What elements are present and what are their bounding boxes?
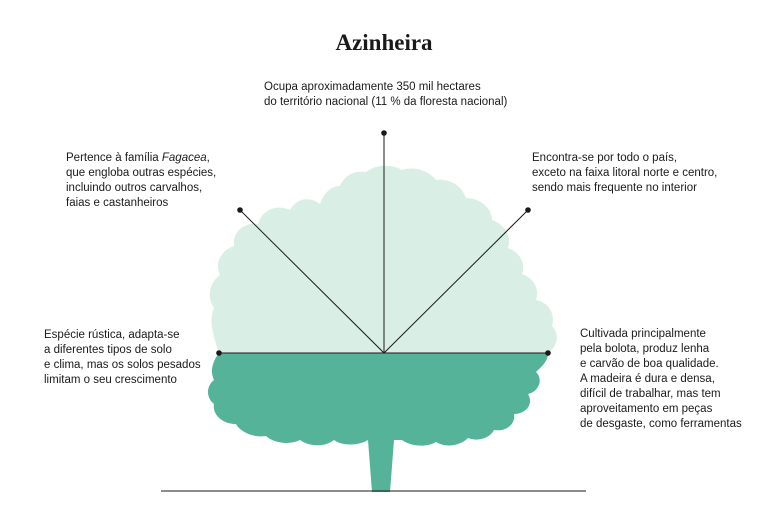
pointer-dot-right [545, 350, 551, 356]
page-title: Azinheira [335, 30, 433, 55]
annotation-upper-left: Pertence à família Fagacea, que engloba … [66, 151, 216, 211]
annotation-line: Ocupa aproximadamente 350 mil hectares [264, 81, 481, 93]
annotation-line: limitam o seu crescimento [44, 374, 177, 386]
annotation-line: Pertence à família Fagacea, [66, 151, 216, 166]
annotation-line: e clima, mas os solos pesados [44, 359, 201, 371]
annotation-line: exceto na faixa litoral norte e centro, [532, 167, 718, 179]
annotation-line: Cultivada principalmente [580, 328, 706, 340]
annotation-text: , [206, 152, 210, 164]
annotation-line: A madeira é dura e densa, [580, 373, 715, 385]
pointer-dot-upper-left [237, 207, 243, 213]
annotation-line: e carvão de boa qualidade. [580, 358, 719, 370]
annotation-line: incluindo outros carvalhos, [66, 182, 203, 194]
annotation-lower-right: Cultivada principalmente pela bolota, pr… [580, 327, 742, 432]
annotation-line: sendo mais frequente no interior [532, 182, 697, 194]
annotation-line: a diferentes tipos de solo [44, 344, 172, 356]
annotation-lower-left: Espécie rústica, adapta-se a diferentes … [44, 328, 201, 388]
annotation-line: de desgaste, como ferramentas [580, 418, 742, 430]
annotation-line: faias e castanheiros [66, 197, 169, 209]
annotation-line: Espécie rústica, adapta-se [44, 329, 180, 341]
annotation-line: Encontra-se por todo o país, [532, 152, 678, 164]
annotation-line: do território nacional (11 % da floresta… [264, 96, 508, 108]
pointer-dot-top [381, 130, 387, 136]
pointer-line-upper-right [383, 209, 529, 354]
annotation-top: Ocupa aproximadamente 350 mil hectares d… [264, 80, 507, 110]
annotation-line: aproveitamento em peças [580, 403, 713, 415]
canopy-upper-light [209, 165, 557, 353]
annotation-line: que engloba outras espécies, [66, 167, 217, 179]
pointer-line-upper-left [239, 209, 385, 354]
annotation-line: pela bolota, produz lenha [580, 343, 710, 355]
pointer-dot-left [216, 350, 222, 356]
annotation-text: Pertence à família [66, 152, 162, 164]
annotation-italic-text: Fagacea [161, 152, 207, 164]
canopy-lower-dark [208, 353, 548, 492]
annotation-line: difícil de trabalhar, mas tem [580, 388, 721, 400]
pointer-dot-upper-right [525, 207, 531, 213]
annotation-upper-right: Encontra-se por todo o país, exceto na f… [532, 151, 717, 196]
